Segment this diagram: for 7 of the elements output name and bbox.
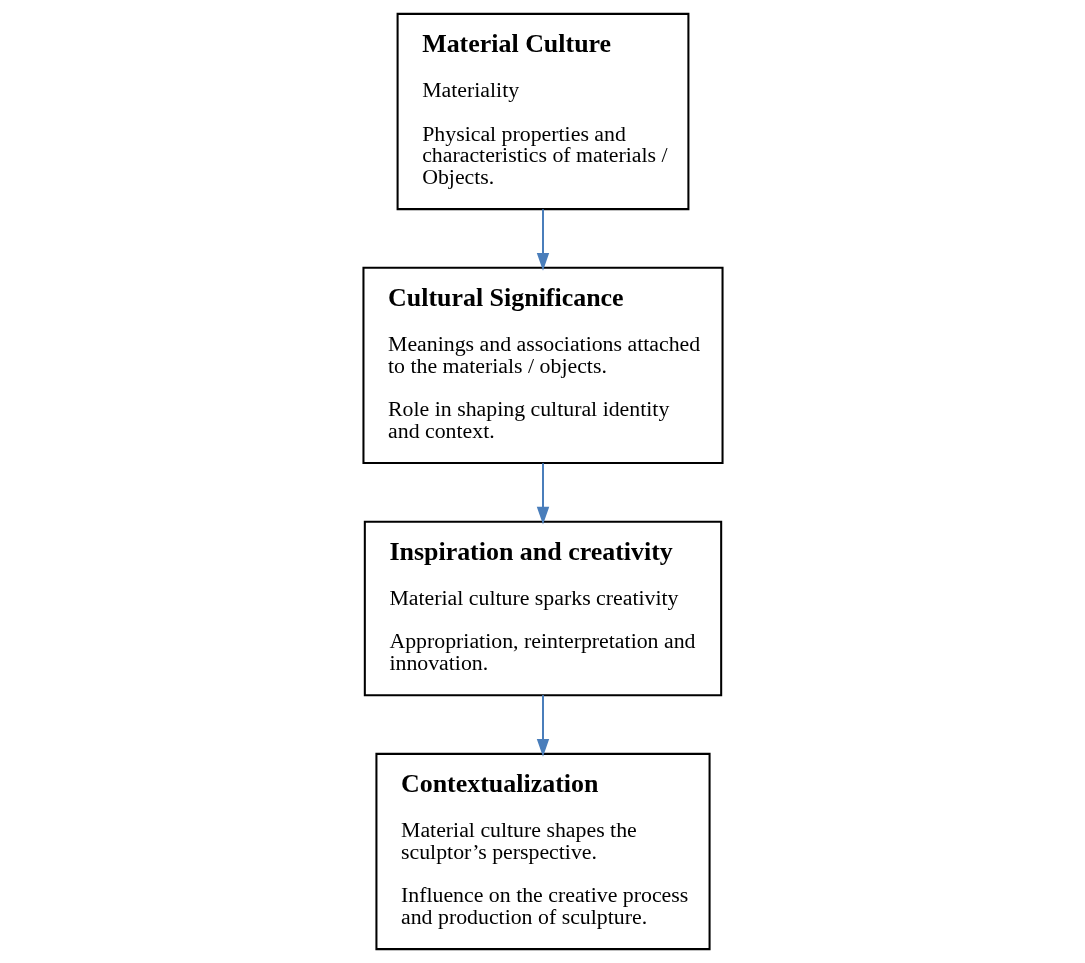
node-box: Contextualization Material culture shapes the sculptor’s perspective. Influence on the creative process and production of sculpture. [374,752,711,951]
node-box: Inspiration and creativity Material culture sparks creativity Appropriation, reinterpretation and innovation. [363,520,722,697]
arrow [536,463,549,525]
node-box: Material Culture Materiality Physical properties and characteristics of materials / Objects. [396,12,689,211]
arrow [536,695,549,757]
arrow [536,209,549,271]
node-box: Cultural Significance Meanings and associations attached to the materials / objects. Role in shaping cultural identity and context. [361,266,724,465]
